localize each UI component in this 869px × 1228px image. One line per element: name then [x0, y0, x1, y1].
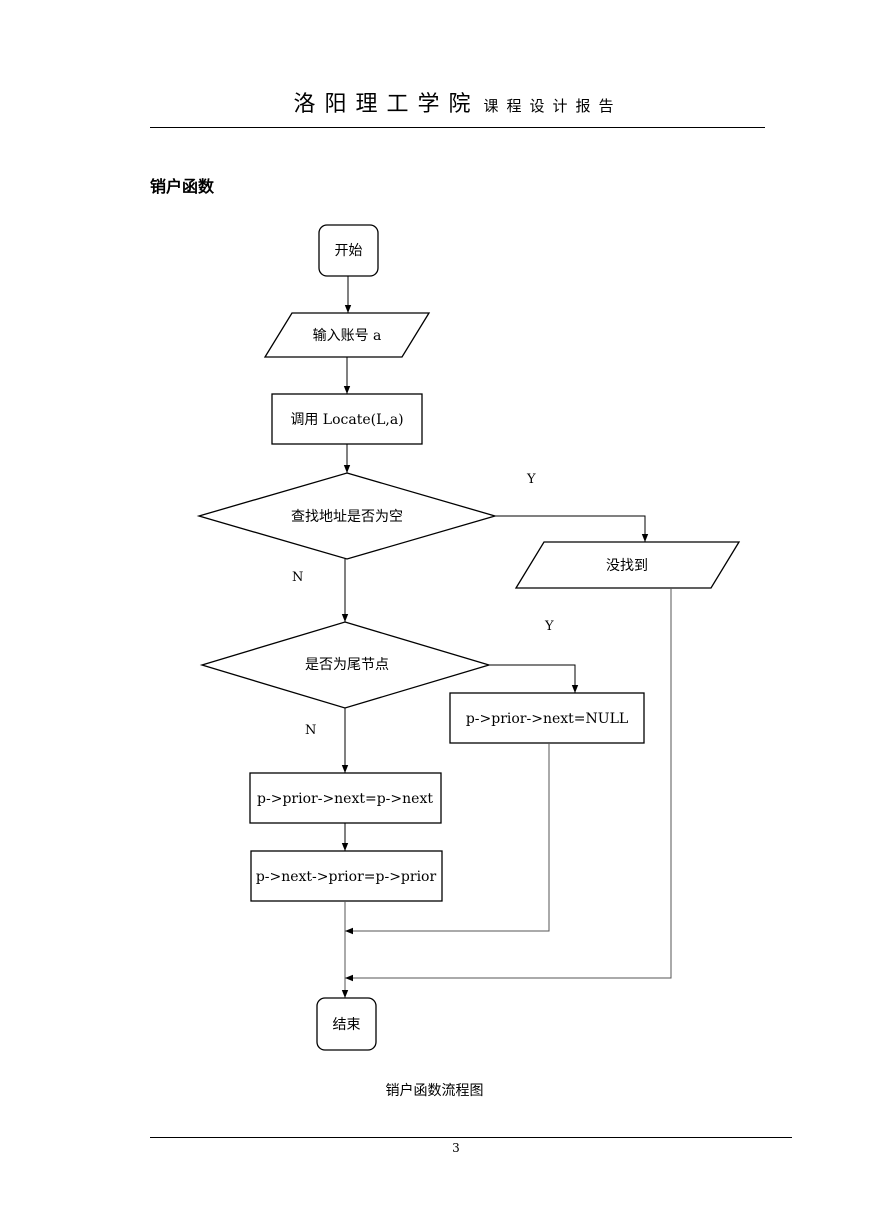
not-found-label: 没找到 — [606, 558, 648, 574]
header-rule — [150, 127, 765, 128]
check-null-label: 查找地址是否为空 — [291, 509, 403, 525]
arrow-tail-yes — [489, 664, 579, 693]
assign-next-label: p->prior->next=p->next — [257, 791, 433, 807]
yes-null-label: Y — [526, 472, 536, 487]
input-account-node: 输入账号 a — [263, 312, 431, 358]
arrow-tail-assign-merge — [345, 743, 550, 935]
end-node: 结束 — [316, 997, 377, 1051]
arrow-null-yes — [495, 515, 649, 542]
check-tail-label: 是否为尾节点 — [305, 657, 389, 673]
no-tail-label: N — [305, 723, 316, 738]
check-null-decision: 查找地址是否为空 — [196, 472, 498, 560]
figure-caption: 销户函数流程图 — [385, 1083, 484, 1099]
input-account-label: 输入账号 a — [313, 328, 382, 344]
page-number: 3 — [452, 1141, 460, 1155]
start-node: 开始 — [318, 224, 379, 277]
section-title: 销户函数 — [150, 177, 215, 196]
page-header: 洛阳理工学院课程设计报告 — [150, 86, 765, 118]
start-label: 开始 — [335, 243, 363, 259]
assign-prior-node: p->next->prior=p->prior — [250, 850, 443, 902]
assign-prior-label: p->next->prior=p->prior — [256, 869, 437, 885]
end-label: 结束 — [333, 1017, 361, 1033]
call-locate-node: 调用 Locate(L,a) — [271, 393, 423, 445]
school-name: 洛阳理工学院 — [293, 92, 480, 117]
arrow-not-found-end — [345, 588, 672, 982]
not-found-node: 没找到 — [514, 541, 741, 589]
yes-tail-label: Y — [544, 619, 554, 634]
no-null-label: N — [292, 570, 303, 585]
footer-rule — [150, 1137, 792, 1138]
call-locate-label: 调用 Locate(L,a) — [290, 412, 403, 428]
tail-assign-node: p->prior->next=NULL — [449, 692, 645, 744]
report-type: 课程设计报告 — [483, 97, 622, 115]
assign-next-node: p->prior->next=p->next — [249, 772, 442, 824]
check-tail-decision: 是否为尾节点 — [199, 621, 492, 709]
tail-assign-label: p->prior->next=NULL — [466, 711, 628, 727]
